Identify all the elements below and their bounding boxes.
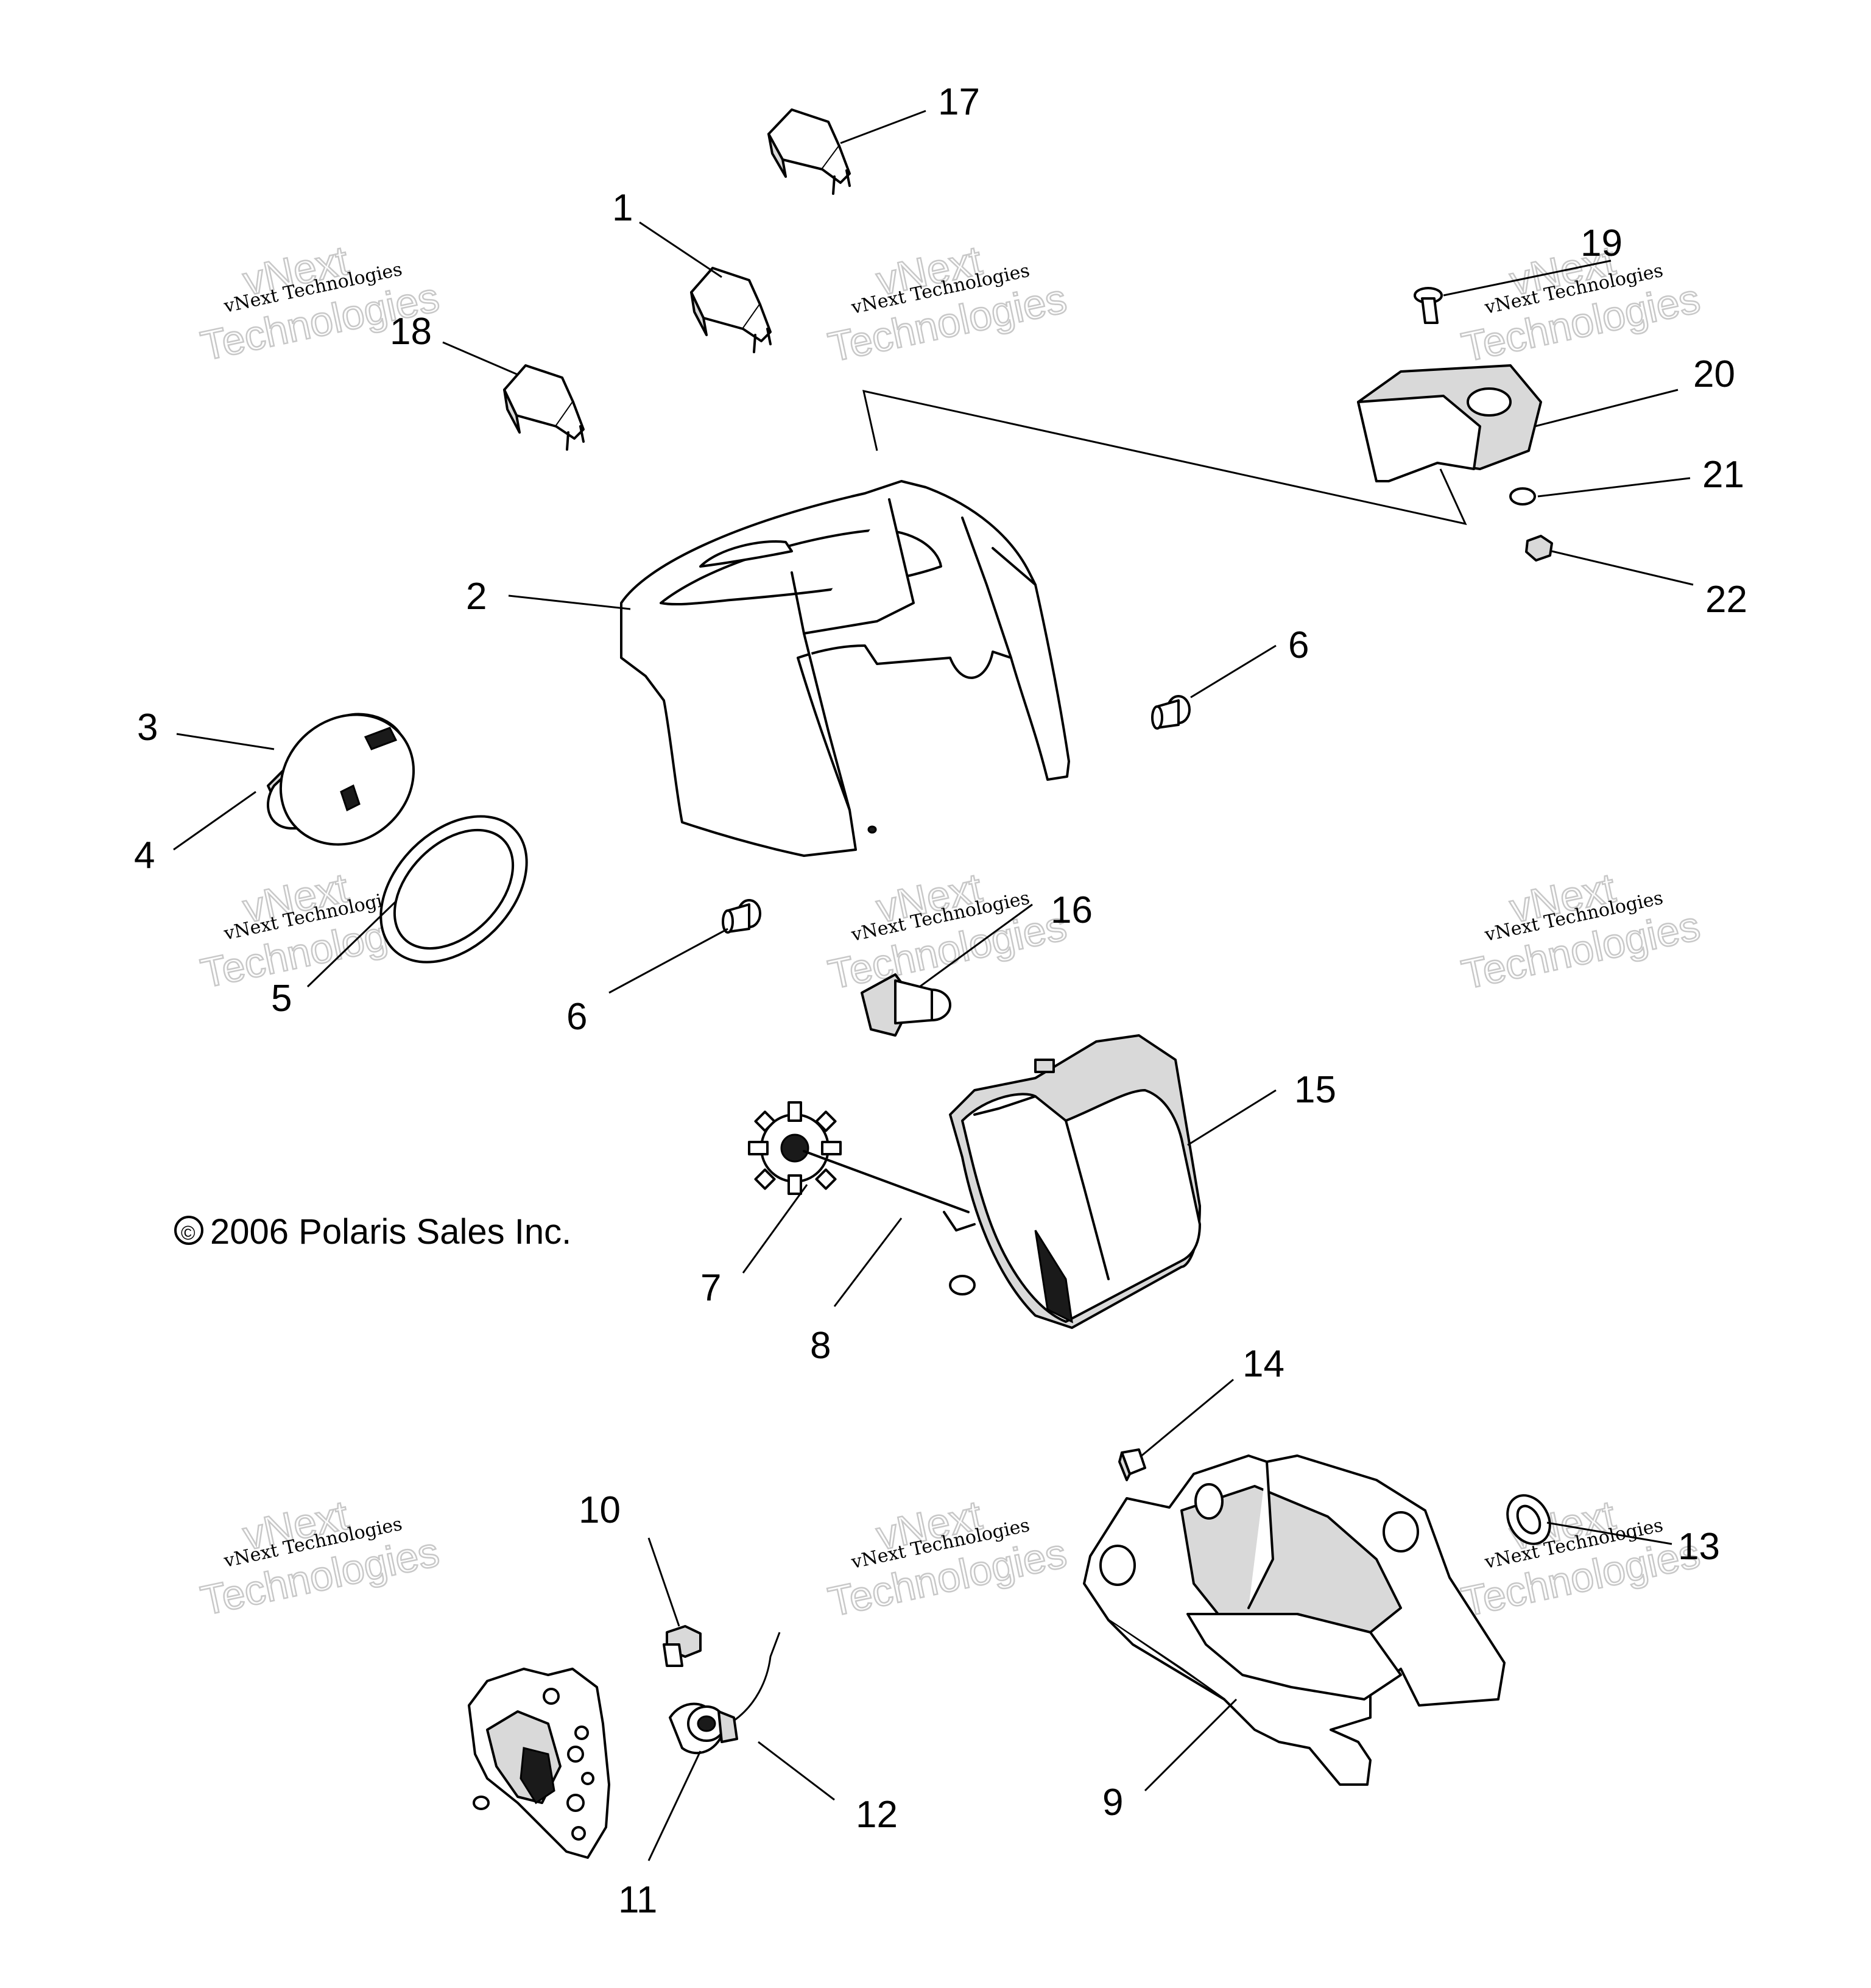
- part-3-4-gauge: [267, 713, 415, 846]
- part-9-lower-pod: [1083, 1454, 1506, 1786]
- part-10-bolt: [663, 1625, 702, 1667]
- callout-7: 7: [700, 1267, 721, 1309]
- part-7-8-adjuster: [748, 1101, 976, 1232]
- watermark-mid-center: vNext vNext Technologies Technologies: [823, 864, 1071, 999]
- part-16-bulb: [861, 973, 951, 1037]
- watermark-mid-right: vNext vNext Technologies Technologies: [1457, 864, 1705, 999]
- caliper-assembly: [468, 1668, 610, 1859]
- part-6-screw-lower: [722, 899, 761, 934]
- part-17-switch: [767, 108, 851, 195]
- part-13-grommet: [1506, 1494, 1551, 1545]
- watermark-top-center: vNext vNext Technologies Technologies: [823, 236, 1071, 372]
- part-11-12-sensor: [669, 1632, 781, 1755]
- callout-4: 4: [134, 834, 155, 876]
- callout-6-lower: 6: [566, 996, 587, 1038]
- callout-9: 9: [1102, 1782, 1123, 1824]
- part-1-switch: [690, 267, 772, 353]
- callout-20: 20: [1693, 353, 1735, 395]
- callout-18: 18: [390, 311, 432, 353]
- part-5-seal-ring: [379, 815, 528, 964]
- part-20-bracket: [1357, 364, 1542, 482]
- part-2-pod-cover: [620, 480, 1070, 857]
- callout-15: 15: [1294, 1069, 1336, 1111]
- callout-13: 13: [1678, 1526, 1720, 1568]
- copyright-symbol: ©: [181, 1222, 196, 1244]
- callout-14: 14: [1242, 1343, 1284, 1385]
- part-21-washer: [1509, 487, 1536, 506]
- part-18-switch: [503, 364, 585, 451]
- leader-lines: [173, 110, 1694, 1861]
- callout-1: 1: [612, 187, 633, 229]
- callout-21: 21: [1702, 454, 1744, 496]
- callout-6-upper: 6: [1288, 624, 1309, 666]
- part-22-nut: [1525, 535, 1553, 562]
- watermark-top-right: vNext vNext Technologies Technologies: [1457, 236, 1705, 372]
- copyright-notice: © 2006 Polaris Sales Inc.: [174, 1212, 571, 1252]
- assembly-bracket: [862, 390, 1467, 526]
- watermark-bottom-left: vNext vNext Technologies Technologies: [196, 1491, 444, 1625]
- part-15-headlight: [949, 1034, 1201, 1329]
- callout-10: 10: [579, 1489, 621, 1531]
- watermark-bottom-right: vNext vNext Technologies Technologies: [1457, 1491, 1705, 1626]
- callout-2: 2: [466, 576, 487, 618]
- callout-3: 3: [137, 707, 158, 749]
- part-14-clip: [1118, 1448, 1146, 1481]
- callout-8: 8: [810, 1325, 831, 1367]
- callout-12: 12: [856, 1794, 898, 1836]
- copyright-text: 2006 Polaris Sales Inc.: [210, 1212, 571, 1252]
- watermark-bottom-center: vNext vNext Technologies Technologies: [823, 1491, 1071, 1626]
- copyright-circle-icon: [174, 1216, 203, 1245]
- callout-19: 19: [1580, 222, 1623, 264]
- callout-5: 5: [271, 978, 292, 1020]
- callout-22: 22: [1705, 579, 1747, 621]
- callout-16: 16: [1051, 889, 1093, 931]
- callout-numbers: 17 1 18 19 20 21 22 2 6 3 4 5 6 16 15 7 …: [134, 81, 1747, 1921]
- part-6-screw-upper: [1151, 695, 1191, 730]
- callout-11: 11: [618, 1879, 657, 1921]
- callout-17: 17: [938, 81, 980, 123]
- part-19-screw: [1414, 287, 1443, 324]
